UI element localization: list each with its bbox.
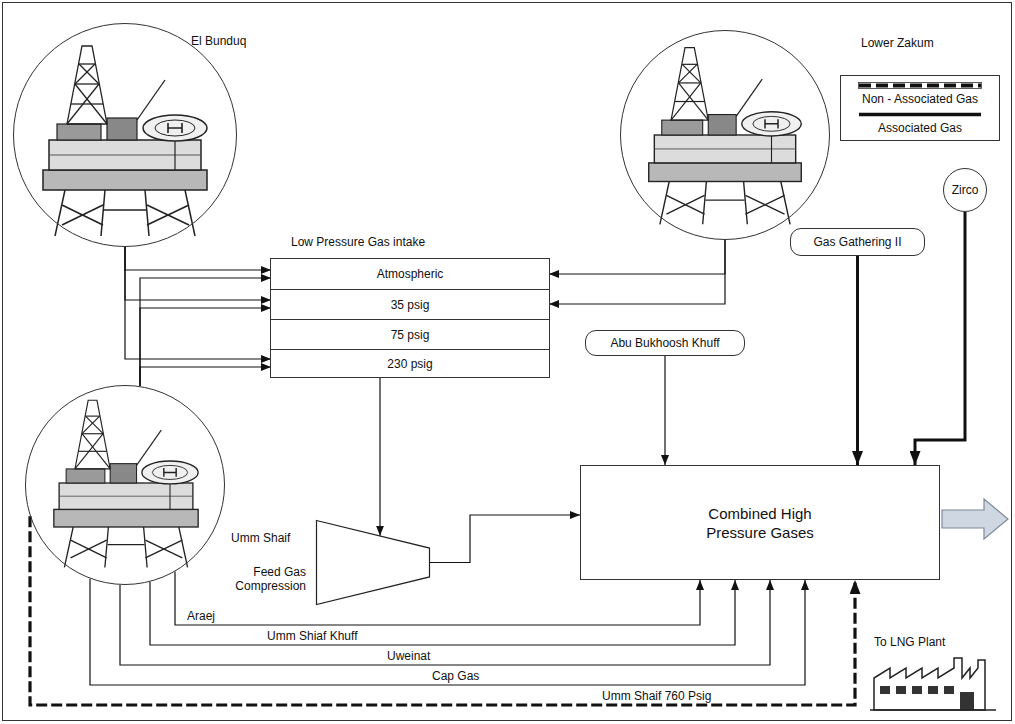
pressure-row: 230 psig: [271, 349, 549, 377]
legend-line-sample: [858, 110, 982, 119]
legend-line-sample: [858, 81, 982, 90]
node-text: Low Pressure Gas intake: [291, 235, 425, 249]
gas-line: [549, 240, 725, 274]
gas-line: [140, 308, 271, 386]
line-label: Uweinat: [385, 650, 432, 663]
compressor-symbol: Feed Gas Compression: [316, 520, 430, 605]
output-arrow: [942, 499, 1008, 539]
platform-illustration: [43, 46, 207, 236]
platform-circle: Lower Zakum: [620, 30, 830, 240]
node-text: 75 psig: [391, 328, 430, 342]
node-text: 230 psig: [387, 357, 432, 371]
plant-label: To LNG Plant: [872, 636, 947, 649]
node-text: Umm Shaif: [231, 531, 290, 545]
node-text: Lower Zakum: [861, 36, 934, 50]
gas-line: [30, 516, 855, 705]
source-box: Gas Gathering II: [790, 228, 925, 256]
node-text: Feed Gas Compression: [194, 565, 306, 593]
node-text: Atmospheric: [377, 267, 444, 281]
node-text: Gas Gathering II: [813, 235, 901, 249]
outer-frame: [3, 3, 1012, 721]
source-circle: Zirco: [943, 168, 987, 212]
gas-line: [125, 247, 271, 300]
node-text: Abu Bukhoosh Khuff: [610, 336, 719, 350]
node-text: Zirco: [952, 183, 979, 197]
legend-line-outline: [859, 83, 982, 89]
line-label: Umm Shiaf Khuff: [265, 630, 359, 643]
gas-line: [664, 356, 665, 465]
line-label: Araej: [185, 610, 217, 623]
legend-line: [859, 84, 981, 88]
platform-illustration: [54, 400, 198, 567]
legend-text: Associated Gas: [878, 121, 962, 135]
source-box: Abu Bukhoosh Khuff: [585, 330, 745, 356]
compressor-outline: [316, 520, 430, 605]
node-text: El Bunduq: [191, 34, 246, 48]
gas-line: [856, 256, 859, 465]
gas-line: [140, 278, 271, 386]
platform-circle: Umm Shaif: [25, 385, 225, 585]
gas-line: [430, 515, 580, 563]
gas-line: [90, 579, 805, 685]
combined-box: Combined High Pressure Gases: [580, 465, 940, 580]
line-label: Cap Gas: [430, 670, 481, 683]
gas-line: [549, 240, 725, 304]
node-text: Combined High Pressure Gases: [685, 504, 835, 542]
intake-box: Low Pressure Gas intakeAtmospheric35 psi…: [270, 258, 550, 378]
pressure-row: 35 psig: [271, 289, 549, 319]
platform-illustration: [649, 48, 802, 225]
gas-line: [120, 580, 770, 665]
gas-line: [125, 247, 271, 359]
compressor-shape: [317, 521, 430, 605]
pressure-row: Atmospheric: [271, 259, 549, 289]
legend-line: [859, 113, 981, 117]
legend-box: Non - Associated GasAssociated Gas: [840, 75, 1000, 141]
pressure-row: 75 psig: [271, 319, 549, 349]
gas-line: [125, 247, 271, 270]
gas-line: [140, 367, 271, 386]
legend-text: Non - Associated Gas: [862, 92, 978, 106]
factory-icon: [870, 658, 996, 710]
node-text: 35 psig: [391, 298, 430, 312]
line-label: Umm Shaif 760 Psig: [600, 690, 713, 703]
platform-circle: El Bunduq: [13, 23, 237, 247]
gas-line: [379, 378, 380, 536]
